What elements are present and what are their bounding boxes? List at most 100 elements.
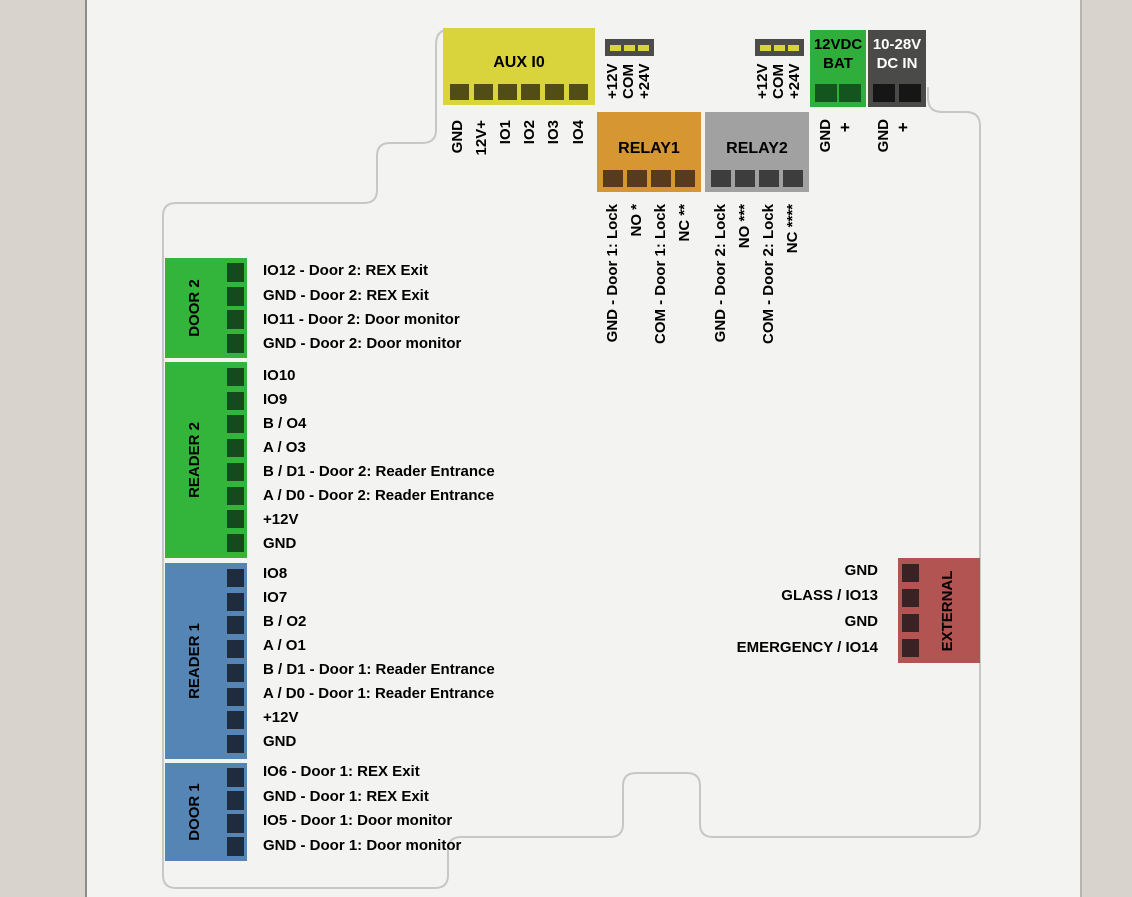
jumper-pin (774, 44, 785, 51)
pin-label: IO7 (263, 589, 288, 606)
terminal-pin (227, 616, 244, 635)
aux-io-pins (450, 84, 588, 100)
pin-label: IO6 - Door 1: REX Exit (263, 763, 420, 780)
pin-label: NC ** (676, 204, 693, 242)
jumper-pin (610, 44, 621, 51)
terminal-pin (227, 263, 244, 282)
dc-in-title-line2: DC IN (876, 55, 918, 72)
pin-label: B / D1 - Door 2: Reader Entrance (263, 463, 495, 480)
jumper-pin (788, 44, 799, 51)
jumper-pin (760, 44, 771, 51)
terminal-pin (473, 84, 493, 100)
pin-label: GLASS / IO13 (781, 587, 878, 604)
pin-label: GND (263, 535, 297, 552)
terminal-pin (227, 592, 244, 611)
terminal-pin (568, 84, 588, 100)
terminal-pin (227, 391, 244, 410)
terminal-pin (627, 170, 647, 187)
jumper-connector-1 (605, 39, 654, 56)
terminal-pin (675, 170, 695, 187)
terminal-pin (227, 462, 244, 481)
battery-title-line1: 12VDC (813, 36, 863, 53)
reader2-pins (227, 368, 244, 552)
aux-io-title: AUX I0 (493, 54, 545, 71)
pin-label: IO2 (521, 120, 538, 145)
battery-title-line2: BAT (823, 55, 853, 72)
dc-in-title-line1: 10-28V (872, 36, 922, 53)
pin-label: +12V (263, 709, 299, 726)
dc-in-block: 10-28V DC IN (868, 30, 926, 107)
relay2-pins (711, 170, 803, 187)
page-background (87, 0, 1080, 897)
pin-label: GND - Door 2: Lock (712, 204, 729, 343)
pin-label: GND - Door 1: Door monitor (263, 837, 462, 854)
terminal-pin (227, 768, 244, 787)
pin-label: + (840, 118, 850, 137)
external-pins (902, 564, 919, 657)
relay1-block: RELAY1 (597, 112, 701, 192)
terminal-pin (227, 510, 244, 529)
pin-label: IO3 (545, 120, 562, 145)
pin-label: IO1 (497, 120, 514, 145)
terminal-pin (603, 170, 623, 187)
door2-title: DOOR 2 (186, 279, 203, 337)
terminal-pin (227, 734, 244, 753)
pin-label: +24V (636, 63, 653, 99)
door1-block (165, 763, 247, 861)
relay1-pins (603, 170, 695, 187)
pin-label: IO11 - Door 2: Door monitor (263, 311, 460, 328)
terminal-pin (839, 84, 861, 102)
terminal-pin (783, 170, 803, 187)
reader1-block (165, 563, 247, 759)
external-title: EXTERNAL (939, 570, 956, 652)
reader1-title: READER 1 (186, 623, 203, 699)
terminal-pin (497, 84, 517, 100)
pin-label: GND - Door 1: REX Exit (263, 788, 429, 805)
terminal-pin (450, 84, 469, 100)
terminal-pin (227, 310, 244, 330)
battery-block: 12VDC BAT (810, 30, 866, 107)
terminal-pin (815, 84, 837, 102)
pin-label: COM - Door 2: Lock (760, 204, 777, 345)
door1-title: DOOR 1 (186, 783, 203, 841)
jumper-pins (610, 39, 649, 56)
pin-label: +12V (263, 511, 299, 528)
pin-label: NO * (628, 204, 645, 237)
dc-in-pins (873, 84, 921, 102)
relay2-block: RELAY2 (705, 112, 809, 192)
external-block (898, 558, 980, 663)
pin-label: GND (817, 119, 834, 153)
pin-label: A / O3 (263, 439, 306, 456)
reader2-title: READER 2 (186, 422, 203, 498)
terminal-pin (902, 614, 919, 632)
terminal-pin (227, 368, 244, 386)
jumper-connector-2 (755, 39, 804, 56)
jumper-pin (624, 44, 635, 51)
terminal-pin (227, 439, 244, 458)
terminal-pin (227, 333, 244, 353)
terminal-pin (899, 84, 921, 102)
terminal-pin (227, 711, 244, 730)
terminal-pin (227, 837, 244, 856)
terminal-pin (227, 486, 244, 505)
pin-label: B / O4 (263, 415, 307, 432)
pin-label: + (898, 118, 908, 137)
dc-in-title: 10-28V DC IN (868, 35, 926, 73)
pin-label: GND (449, 120, 466, 154)
pin-label: 12V+ (473, 120, 490, 156)
pin-label: IO8 (263, 565, 288, 582)
pin-label: B / D1 - Door 1: Reader Entrance (263, 661, 495, 678)
pin-label: IO4 (570, 120, 587, 145)
pin-label: NC **** (784, 204, 801, 254)
relay2-title: RELAY2 (726, 140, 788, 157)
pin-label: IO5 - Door 1: Door monitor (263, 812, 453, 829)
battery-pins (815, 84, 861, 102)
pin-label: IO12 - Door 2: REX Exit (263, 262, 429, 279)
terminal-pin (902, 639, 919, 657)
door2-pins (227, 263, 244, 353)
pin-label: +12V (604, 63, 621, 99)
terminal-pin (711, 170, 731, 187)
pin-label: COM - Door 1: Lock (652, 204, 669, 345)
terminal-pin (227, 791, 244, 810)
